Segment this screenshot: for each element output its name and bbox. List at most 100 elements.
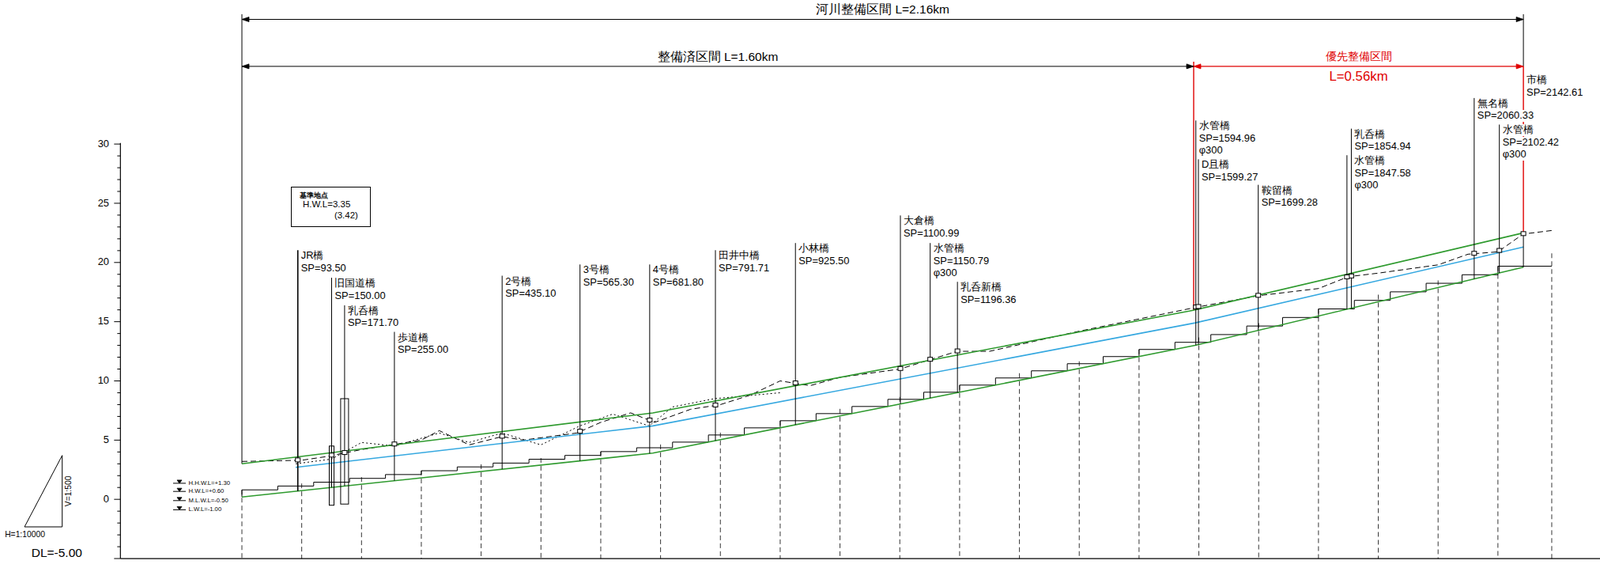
elevation-axis [120,143,121,559]
axis-value: 10 [97,374,110,387]
dimension-line [241,65,1194,67]
station-value: SP=1594.96 [1198,132,1257,145]
section-boundary [241,14,243,464]
axis-tick [116,273,121,275]
bridge-leader [1195,120,1197,345]
bridge-deck [928,357,933,362]
bridge-leader [957,281,959,393]
axis-value: 20 [97,256,110,268]
bridge-leader [1523,232,1525,267]
axis-tick [116,356,121,358]
axis-tick [113,558,121,559]
water-level-triangle [177,505,182,510]
pipe-diameter: φ300 [1353,179,1379,192]
bridge-name: 水管橋 [932,242,966,255]
axis-value: 15 [97,315,110,328]
dimension-line [241,18,1524,20]
axis-tick [116,249,121,251]
station-line [1377,294,1379,559]
station-value: SP=2102.42 [1501,136,1560,149]
station-value: SP=93.50 [300,262,348,275]
bridge-leader [1346,154,1348,310]
axis-value: 30 [97,138,110,151]
bridge-leader [501,275,503,470]
axis-tick [116,297,121,299]
water-level-triangle [177,487,182,491]
scale-label: V=1:500 [64,475,75,508]
bridge-name: 2号橋 [504,275,533,288]
pipe-diameter: φ300 [932,267,959,280]
bridge-name: 水管橋 [1353,154,1386,167]
axis-tick [113,202,121,204]
bridge-leader [297,249,299,491]
axis-value: 5 [102,433,110,446]
station-value: SP=1854.94 [1353,140,1412,153]
station-value: SP=565.30 [582,276,635,289]
axis-tick [113,498,121,500]
bridge-name: 田井中橋 [717,249,761,262]
station-line [1258,323,1260,559]
axis-tick [116,214,121,216]
station-line [241,489,243,559]
existing-bank-line [295,392,781,464]
pipe-diameter: φ300 [1198,144,1224,157]
axis-tick [116,368,121,370]
axis-tick [113,261,121,263]
station-value: SP=435.10 [504,287,557,300]
bridge-name: 4号橋 [652,264,680,276]
water-level-triangle [177,497,182,501]
bridge-leader [1198,158,1200,344]
station-value: SP=1699.28 [1260,196,1319,209]
station-value: SP=255.00 [396,343,450,356]
ground-line [241,230,1552,461]
station-line [1138,349,1140,559]
water-level-label: L.W.L=-1.00 [188,505,223,514]
station-value: SP=2142.61 [1525,86,1584,99]
axis-tick [116,226,121,227]
water-level-label: H.H.W.L=+1.30 [188,479,232,487]
axis-tick [113,320,121,322]
planned-levee-line [241,232,1524,464]
axis-tick [116,510,121,512]
axis-tick [113,380,121,382]
bridge-name: 水管橋 [1198,120,1231,133]
bridge-name: 旧国道橋 [333,277,377,290]
bridge-leader [715,249,717,441]
bridge-leader [393,332,395,481]
bridge-leader [1257,184,1259,331]
bridge-deck [1471,251,1477,256]
bridge-leader [1350,128,1352,309]
station-value: SP=681.80 [652,276,705,289]
section-boundary [1523,14,1525,67]
bridge-deck [295,457,301,462]
axis-tick [116,344,121,346]
station-line [540,457,542,559]
bridge-deck [1344,274,1350,279]
station-value: SP=925.50 [797,255,850,268]
dimension-label: 河川整備区間 L=2.16km [815,2,951,17]
station-line [839,408,841,559]
station-line [1079,361,1080,559]
bridge-name: D且橋 [1200,158,1231,171]
axis-tick [116,179,121,181]
bridge-deck [1520,231,1526,236]
bridge-deck [328,452,334,457]
axis-tick [116,534,121,536]
datum-label: DL=-5.00 [30,545,84,560]
station-line [1198,337,1200,559]
station-line [660,444,661,559]
box-text: (3.42) [334,210,361,222]
water-level-label: M.L.W.L=-0.50 [188,497,230,505]
axis-tick [116,392,121,393]
dimension-arrow [241,17,250,23]
station-line [958,384,960,559]
bridge-name: 水管橋 [1501,124,1535,136]
station-line [1437,279,1439,559]
bridge-deck [577,429,583,434]
axis-tick [116,463,121,465]
bridge-name: JR橋 [300,249,325,262]
bridge-deck [1497,248,1502,253]
